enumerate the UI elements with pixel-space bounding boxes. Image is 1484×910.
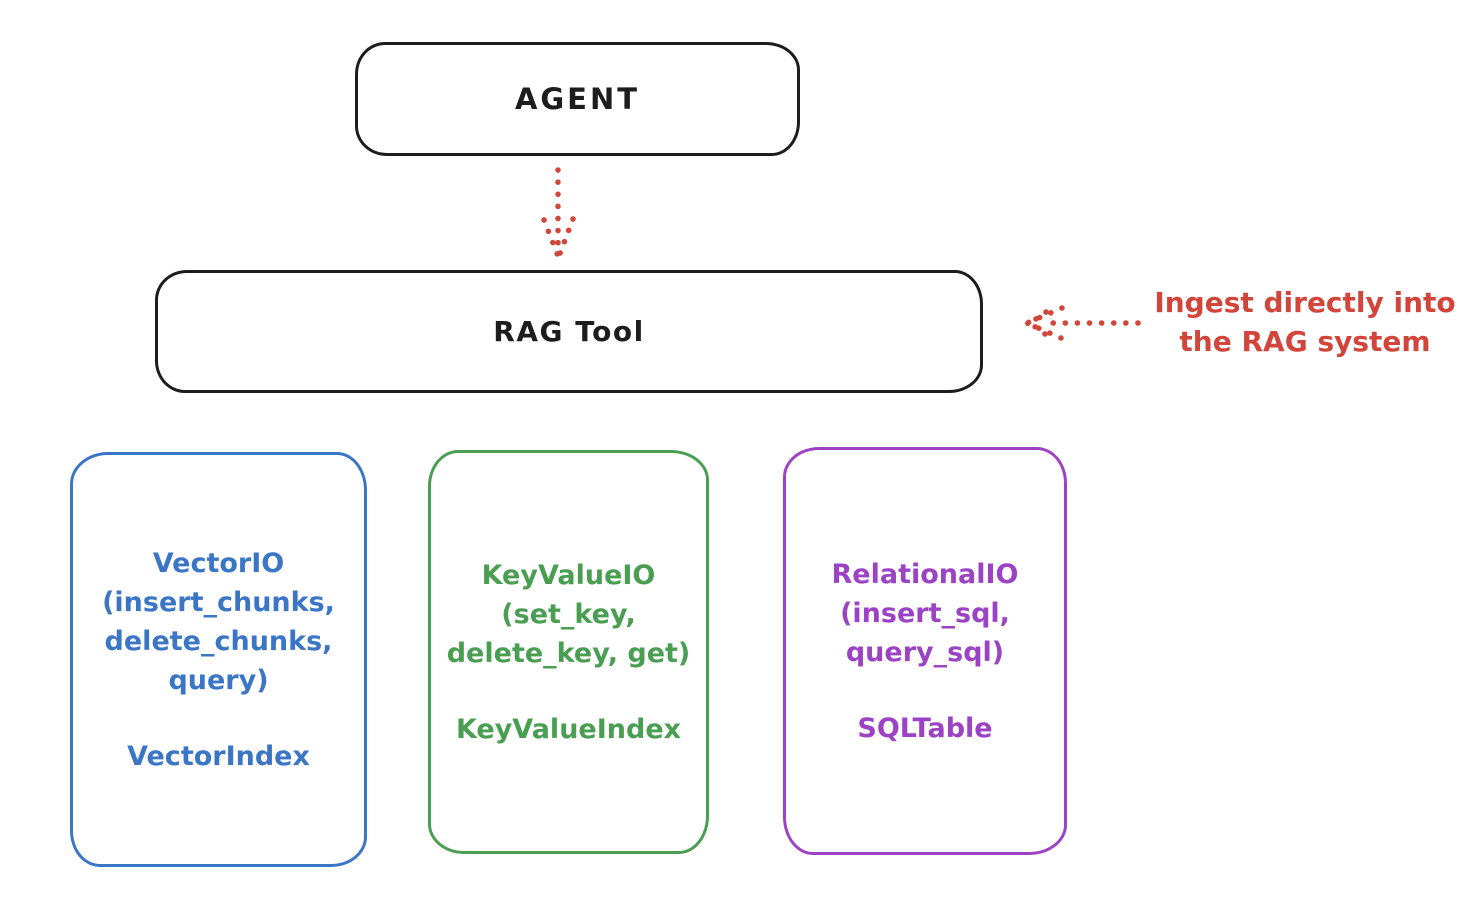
keyvalue-io-title: KeyValueIO <box>481 559 656 591</box>
annotation-line-2: the RAG system <box>1179 325 1431 358</box>
relational-io-methods-2: query_sql) <box>845 636 1005 668</box>
rag-tool-label: RAG Tool <box>493 315 645 348</box>
keyvalue-io-methods-2: delete_key, get) <box>446 637 691 669</box>
relational-io-node: RelationalIO (insert_sql, query_sql) SQL… <box>783 447 1067 855</box>
keyvalue-io-node: KeyValueIO (set_key, delete_key, get) Ke… <box>428 450 709 854</box>
keyvalue-index-label: KeyValueIndex <box>455 713 682 745</box>
vector-io-title: VectorIO <box>152 547 285 579</box>
annotation-text: Ingest directly into the RAG system <box>1140 283 1470 361</box>
arrow-left-head <box>1024 305 1065 341</box>
relational-io-methods-1: (insert_sql, <box>840 597 1010 629</box>
relational-io-title: RelationalIO <box>831 558 1019 590</box>
arrow-down-head <box>541 216 576 259</box>
agent-node: AGENT <box>355 42 800 156</box>
vector-index-label: VectorIndex <box>127 740 310 772</box>
agent-label: AGENT <box>514 82 641 116</box>
vector-io-methods-3: query) <box>168 664 269 696</box>
vector-io-methods-1: (insert_chunks, <box>102 586 335 618</box>
vector-io-methods-2: delete_chunks, <box>104 625 333 657</box>
keyvalue-io-methods-1: (set_key, <box>501 598 636 630</box>
annotation-line-1: Ingest directly into <box>1154 286 1456 319</box>
rag-tool-node: RAG Tool <box>155 270 983 393</box>
sql-table-label: SQLTable <box>857 712 993 744</box>
vector-io-node: VectorIO (insert_chunks, delete_chunks, … <box>70 452 367 867</box>
